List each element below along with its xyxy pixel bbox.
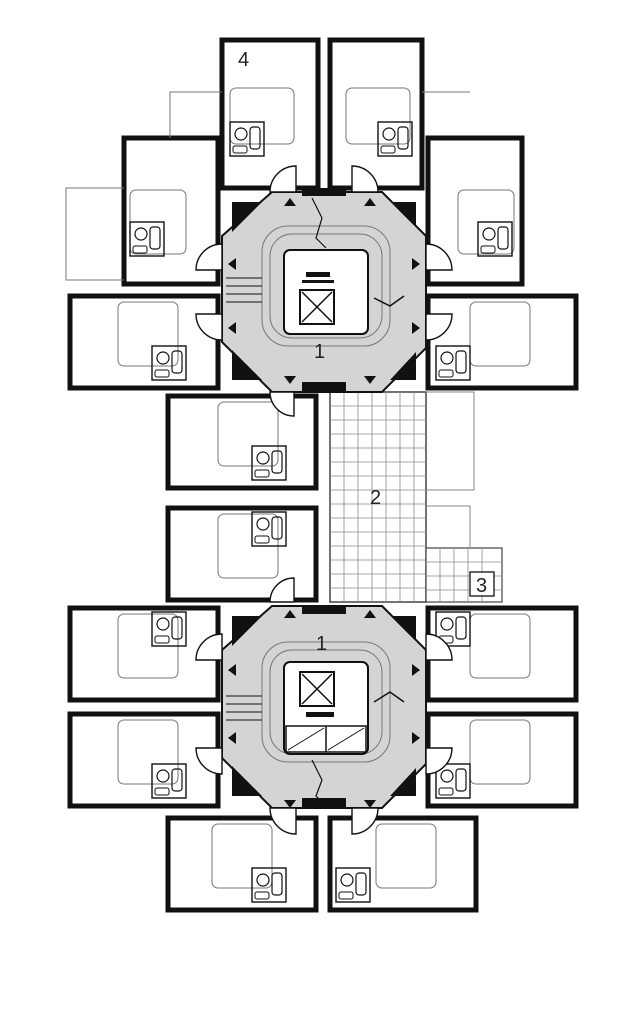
- rooms: [67, 37, 579, 913]
- triangle-arrow-icon: [284, 800, 296, 808]
- box-3: [469, 571, 495, 597]
- door-arc-icon: [195, 165, 453, 835]
- box-3-label: 3: [476, 575, 487, 597]
- bottom-core: [221, 605, 427, 809]
- corridor-label: 2: [370, 487, 381, 509]
- triangle-arrow-icon: [284, 376, 296, 384]
- room-number-4: 4: [238, 49, 249, 71]
- core-label-top: 1: [314, 341, 325, 363]
- triangle-arrow-icon: [228, 732, 236, 744]
- triangle-arrow-icon: [412, 258, 420, 270]
- triangle-arrow-icon: [228, 258, 236, 270]
- corridor-grid: [329, 391, 503, 603]
- triangle-arrow-icon: [412, 664, 420, 676]
- triangle-arrow-icon: [228, 664, 236, 676]
- triangle-arrow-icon: [364, 610, 376, 618]
- top-core: [221, 188, 427, 393]
- triangle-arrow-icon: [364, 800, 376, 808]
- triangle-arrow-icon: [412, 322, 420, 334]
- triangle-arrow-icon: [364, 376, 376, 384]
- triangle-arrow-icon: [284, 198, 296, 206]
- triangle-arrow-icon: [228, 322, 236, 334]
- core-label-bottom: 1: [316, 633, 327, 655]
- triangle-arrow-icon: [412, 732, 420, 744]
- triangle-arrow-icon: [284, 610, 296, 618]
- furniture-outlines: [65, 87, 531, 889]
- triangle-arrow-icon: [364, 198, 376, 206]
